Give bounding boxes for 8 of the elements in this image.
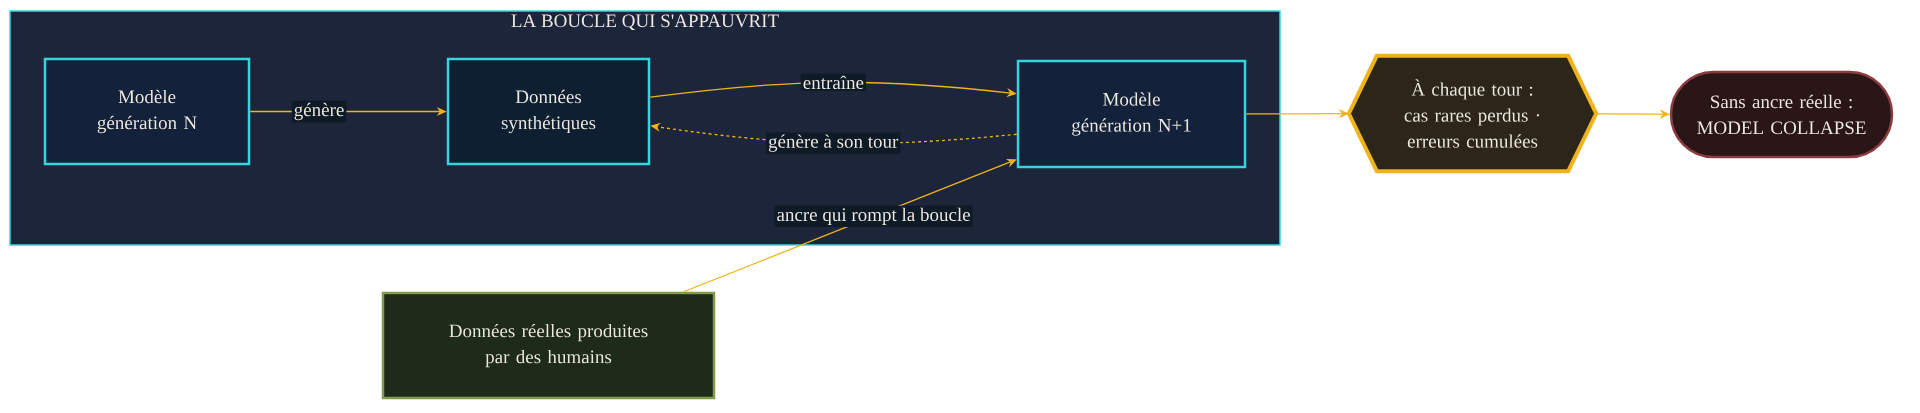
hexagon-box: À chaque tour : cas rares perdus · erreurs cumulées — [1346, 53, 1599, 174]
edge-label: ancre qui rompt la boucle — [774, 205, 973, 227]
process-box: Données réelles produites par des humains — [381, 291, 716, 400]
rounded-box: Sans ancre réelle : MODEL COLLAPSE — [1669, 70, 1894, 159]
process-box: Modèle génération N+1 — [1016, 59, 1247, 169]
edge-label: génère à son tour — [766, 132, 901, 154]
process-box: Données synthétiques — [446, 57, 651, 166]
process-box: Modèle génération N — [43, 57, 251, 166]
